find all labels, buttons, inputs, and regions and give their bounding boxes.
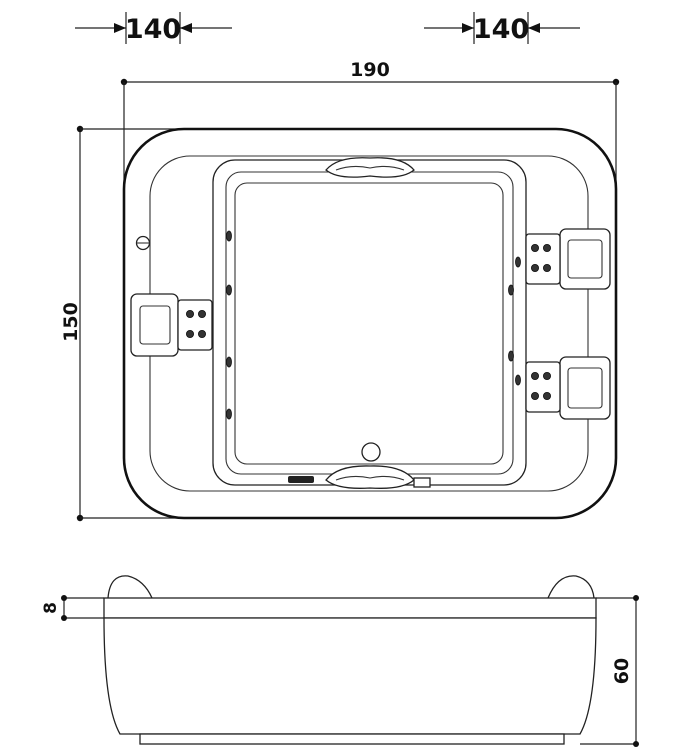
jet-icon xyxy=(185,309,194,318)
side-elevation xyxy=(103,575,597,745)
wall-jets-left xyxy=(226,230,232,420)
control-panel-icon xyxy=(288,476,314,483)
dim-arrow-left-b xyxy=(180,23,192,33)
dim-label-width: 150 xyxy=(60,302,82,342)
jet-icon xyxy=(185,329,194,338)
jet-panel-right-top xyxy=(525,233,561,285)
valve-icon xyxy=(413,477,431,488)
dim-arrow-left-a xyxy=(114,23,126,33)
tub-basin-outer xyxy=(212,159,527,486)
headrest-bump-left xyxy=(107,575,153,599)
jet-icon xyxy=(531,243,540,252)
jet-icon xyxy=(543,243,552,252)
tub-basin-floor xyxy=(234,182,504,465)
jet-icon xyxy=(531,391,540,400)
tub-body-side xyxy=(103,617,597,735)
dim-label-total-height: 60 xyxy=(611,658,633,684)
armrest-right-top xyxy=(525,228,611,290)
dim-arrow-right-b xyxy=(528,23,540,33)
dim-label-length: 190 xyxy=(350,59,390,81)
height-dim-end-bottom xyxy=(633,741,639,747)
jet-panel-left xyxy=(177,299,213,351)
jet-icon xyxy=(543,263,552,272)
dim-label-rim-height: 8 xyxy=(41,602,61,614)
dim-label-top-left: 140 xyxy=(125,14,181,45)
drain-icon xyxy=(361,442,381,462)
tub-rim-band xyxy=(103,597,597,619)
jet-icon xyxy=(197,309,206,318)
top-left-offset-dimension: 140 xyxy=(75,12,232,45)
tub-base xyxy=(139,733,565,745)
jet-icon xyxy=(531,371,540,380)
height-dim-end-top xyxy=(633,595,639,601)
wall-jets-right xyxy=(508,256,521,386)
top-right-offset-dimension: 140 xyxy=(424,12,580,45)
plan-view xyxy=(122,127,618,520)
jet-icon xyxy=(543,371,552,380)
jet-icon xyxy=(531,263,540,272)
total-height-dimension: 60 xyxy=(580,595,639,747)
headrest-bump-right xyxy=(547,575,595,599)
armrest-right-bottom xyxy=(525,356,611,420)
rim-height-dimension: 8 xyxy=(41,595,104,621)
jet-icon xyxy=(543,391,552,400)
dim-label-top-right: 140 xyxy=(473,14,529,45)
rim-dim-end-bottom xyxy=(61,615,67,621)
jet-panel-right-bottom xyxy=(525,361,561,413)
jet-icon xyxy=(197,329,206,338)
headrest-top xyxy=(325,157,415,178)
armrest-left xyxy=(130,293,213,357)
overall-length-dimension: 190 xyxy=(120,59,620,225)
rim-dim-end-top xyxy=(61,595,67,601)
dim-arrow-right-a xyxy=(462,23,474,33)
